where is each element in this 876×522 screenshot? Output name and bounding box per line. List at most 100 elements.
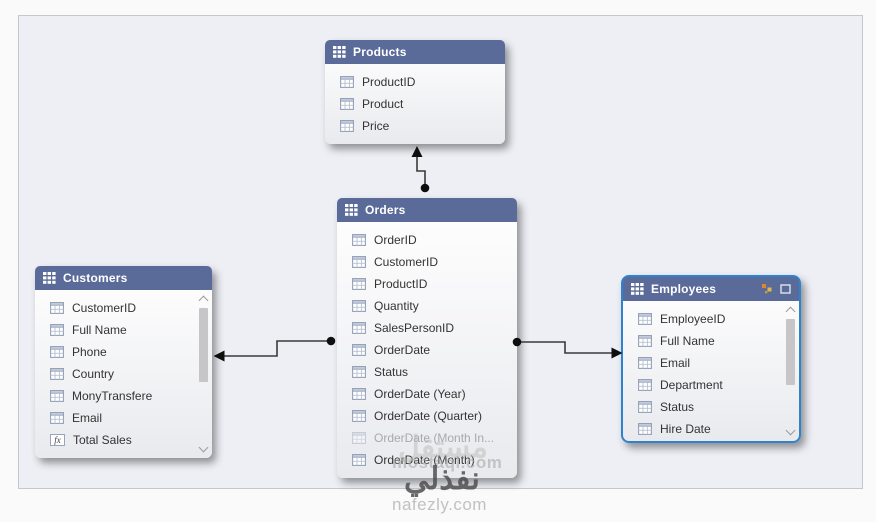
field-label: Country <box>72 367 115 381</box>
watermark-nafezly-domain: nafezly.com <box>392 495 487 514</box>
table-grid-icon <box>631 283 644 295</box>
field-label: MonyTransfere <box>72 389 153 403</box>
field-row[interactable]: fx Status <box>337 361 517 383</box>
field-row[interactable]: fx OrderID <box>337 229 517 251</box>
table-header-customers[interactable]: Customers <box>35 266 212 290</box>
customers-scrollbar[interactable] <box>196 293 210 455</box>
field-row[interactable]: fx Department <box>623 374 783 396</box>
field-row[interactable]: fx OrderDate (Month) <box>337 449 517 471</box>
field-row[interactable]: fx Total Sales <box>35 429 196 451</box>
field-label: Full Name <box>660 334 715 348</box>
field-table-icon <box>352 256 366 268</box>
field-row[interactable]: fx Country <box>35 363 196 385</box>
table-fields-customers: fx CustomerID fx Full Name <box>35 290 212 458</box>
scrollbar-track[interactable] <box>198 308 208 440</box>
field-table-icon <box>352 234 366 246</box>
scroll-up-icon[interactable] <box>198 295 208 306</box>
field-table-icon <box>352 344 366 356</box>
field-row[interactable]: fx Email <box>623 352 783 374</box>
field-row[interactable]: fx OrderDate (Year) <box>337 383 517 405</box>
field-row[interactable]: fx OrderDate <box>337 339 517 361</box>
field-label: Status <box>374 365 409 379</box>
field-label: Email <box>660 356 691 370</box>
field-label: Phone <box>72 345 107 359</box>
field-row[interactable]: fx Full Name <box>623 330 783 352</box>
field-label: Total Sales <box>73 433 132 447</box>
scroll-down-icon[interactable] <box>785 425 795 436</box>
table-card-orders[interactable]: Orders fx OrderID <box>337 198 517 478</box>
table-title: Customers <box>63 271 128 285</box>
field-table-icon <box>50 368 64 380</box>
field-table-icon <box>352 432 366 444</box>
field-table-icon <box>638 379 652 391</box>
table-header-orders[interactable]: Orders <box>337 198 517 222</box>
measure-fx-icon: fx <box>50 434 65 446</box>
table-card-customers[interactable]: Customers fx CustomerID <box>35 266 212 458</box>
scrollbar-track[interactable] <box>785 319 795 423</box>
field-label: ProductID <box>362 75 416 89</box>
field-row[interactable]: fx ProductID <box>337 273 517 295</box>
field-row[interactable]: fx Status <box>623 396 783 418</box>
field-table-icon <box>50 324 64 336</box>
scrollbar-thumb[interactable] <box>785 319 795 385</box>
field-table-icon <box>340 98 354 110</box>
table-title: Products <box>353 45 407 59</box>
scrollbar-thumb[interactable] <box>198 308 208 382</box>
table-header-products[interactable]: Products <box>325 40 505 64</box>
field-label: Hire Date <box>660 422 711 436</box>
focus-mode-icon[interactable] <box>780 284 791 294</box>
field-row[interactable]: fx Price <box>325 115 505 137</box>
table-card-products[interactable]: Products fx ProductID <box>325 40 505 144</box>
field-label: CustomerID <box>374 255 439 269</box>
table-header-employees[interactable]: Employees <box>623 277 799 301</box>
field-row[interactable]: fx EmployeeID <box>623 308 783 330</box>
table-title: Orders <box>365 203 406 217</box>
field-label: Status <box>660 400 695 414</box>
field-row[interactable]: fx Phone <box>35 341 196 363</box>
table-grid-icon <box>345 204 358 216</box>
field-label: OrderDate (Month In... <box>374 431 495 445</box>
field-table-icon <box>352 388 366 400</box>
field-row[interactable]: fx Product <box>325 93 505 115</box>
table-card-employees[interactable]: Employees fx EmployeeID <box>621 275 801 443</box>
field-table-icon <box>352 454 366 466</box>
field-row[interactable]: fx MonyTransfere <box>35 385 196 407</box>
field-label: OrderDate (Year) <box>374 387 466 401</box>
field-label: Quantity <box>374 299 419 313</box>
field-label: Full Name <box>72 323 127 337</box>
employees-scrollbar[interactable] <box>783 304 797 438</box>
scroll-down-icon[interactable] <box>198 442 208 453</box>
field-table-icon <box>352 410 366 422</box>
scroll-up-icon[interactable] <box>785 306 795 317</box>
field-table-icon <box>638 335 652 347</box>
field-row[interactable]: fx ProductID <box>325 71 505 93</box>
sync-status-icon <box>762 284 772 294</box>
field-label: SalesPersonID <box>374 321 455 335</box>
field-table-icon <box>352 322 366 334</box>
field-row[interactable]: fx Quantity <box>337 295 517 317</box>
field-table-icon <box>50 346 64 358</box>
field-table-icon <box>352 278 366 290</box>
field-row[interactable]: fx SalesPersonID <box>337 317 517 339</box>
field-row[interactable]: fx CustomerID <box>35 297 196 319</box>
table-fields-employees: fx EmployeeID fx Full Name <box>623 301 799 441</box>
field-label: OrderDate (Month) <box>374 453 475 467</box>
field-label: CustomerID <box>72 301 137 315</box>
field-table-icon <box>638 313 652 325</box>
field-row[interactable]: fx CustomerID <box>337 251 517 273</box>
field-row[interactable]: fx Email <box>35 407 196 429</box>
field-table-icon <box>638 357 652 369</box>
field-row[interactable]: fx Full Name <box>35 319 196 341</box>
field-table-icon <box>352 300 366 312</box>
field-table-icon <box>352 366 366 378</box>
field-row[interactable]: fx Hire Date <box>623 418 783 440</box>
field-row[interactable]: fx OrderDate (Quarter) <box>337 405 517 427</box>
field-row[interactable]: fx OrderDate (Month In... <box>337 427 517 449</box>
table-grid-icon <box>43 272 56 284</box>
field-table-icon <box>340 120 354 132</box>
field-label: OrderDate (Quarter) <box>374 409 483 423</box>
field-label: EmployeeID <box>660 312 726 326</box>
field-table-icon <box>340 76 354 88</box>
field-table-icon <box>50 412 64 424</box>
field-table-icon <box>638 401 652 413</box>
